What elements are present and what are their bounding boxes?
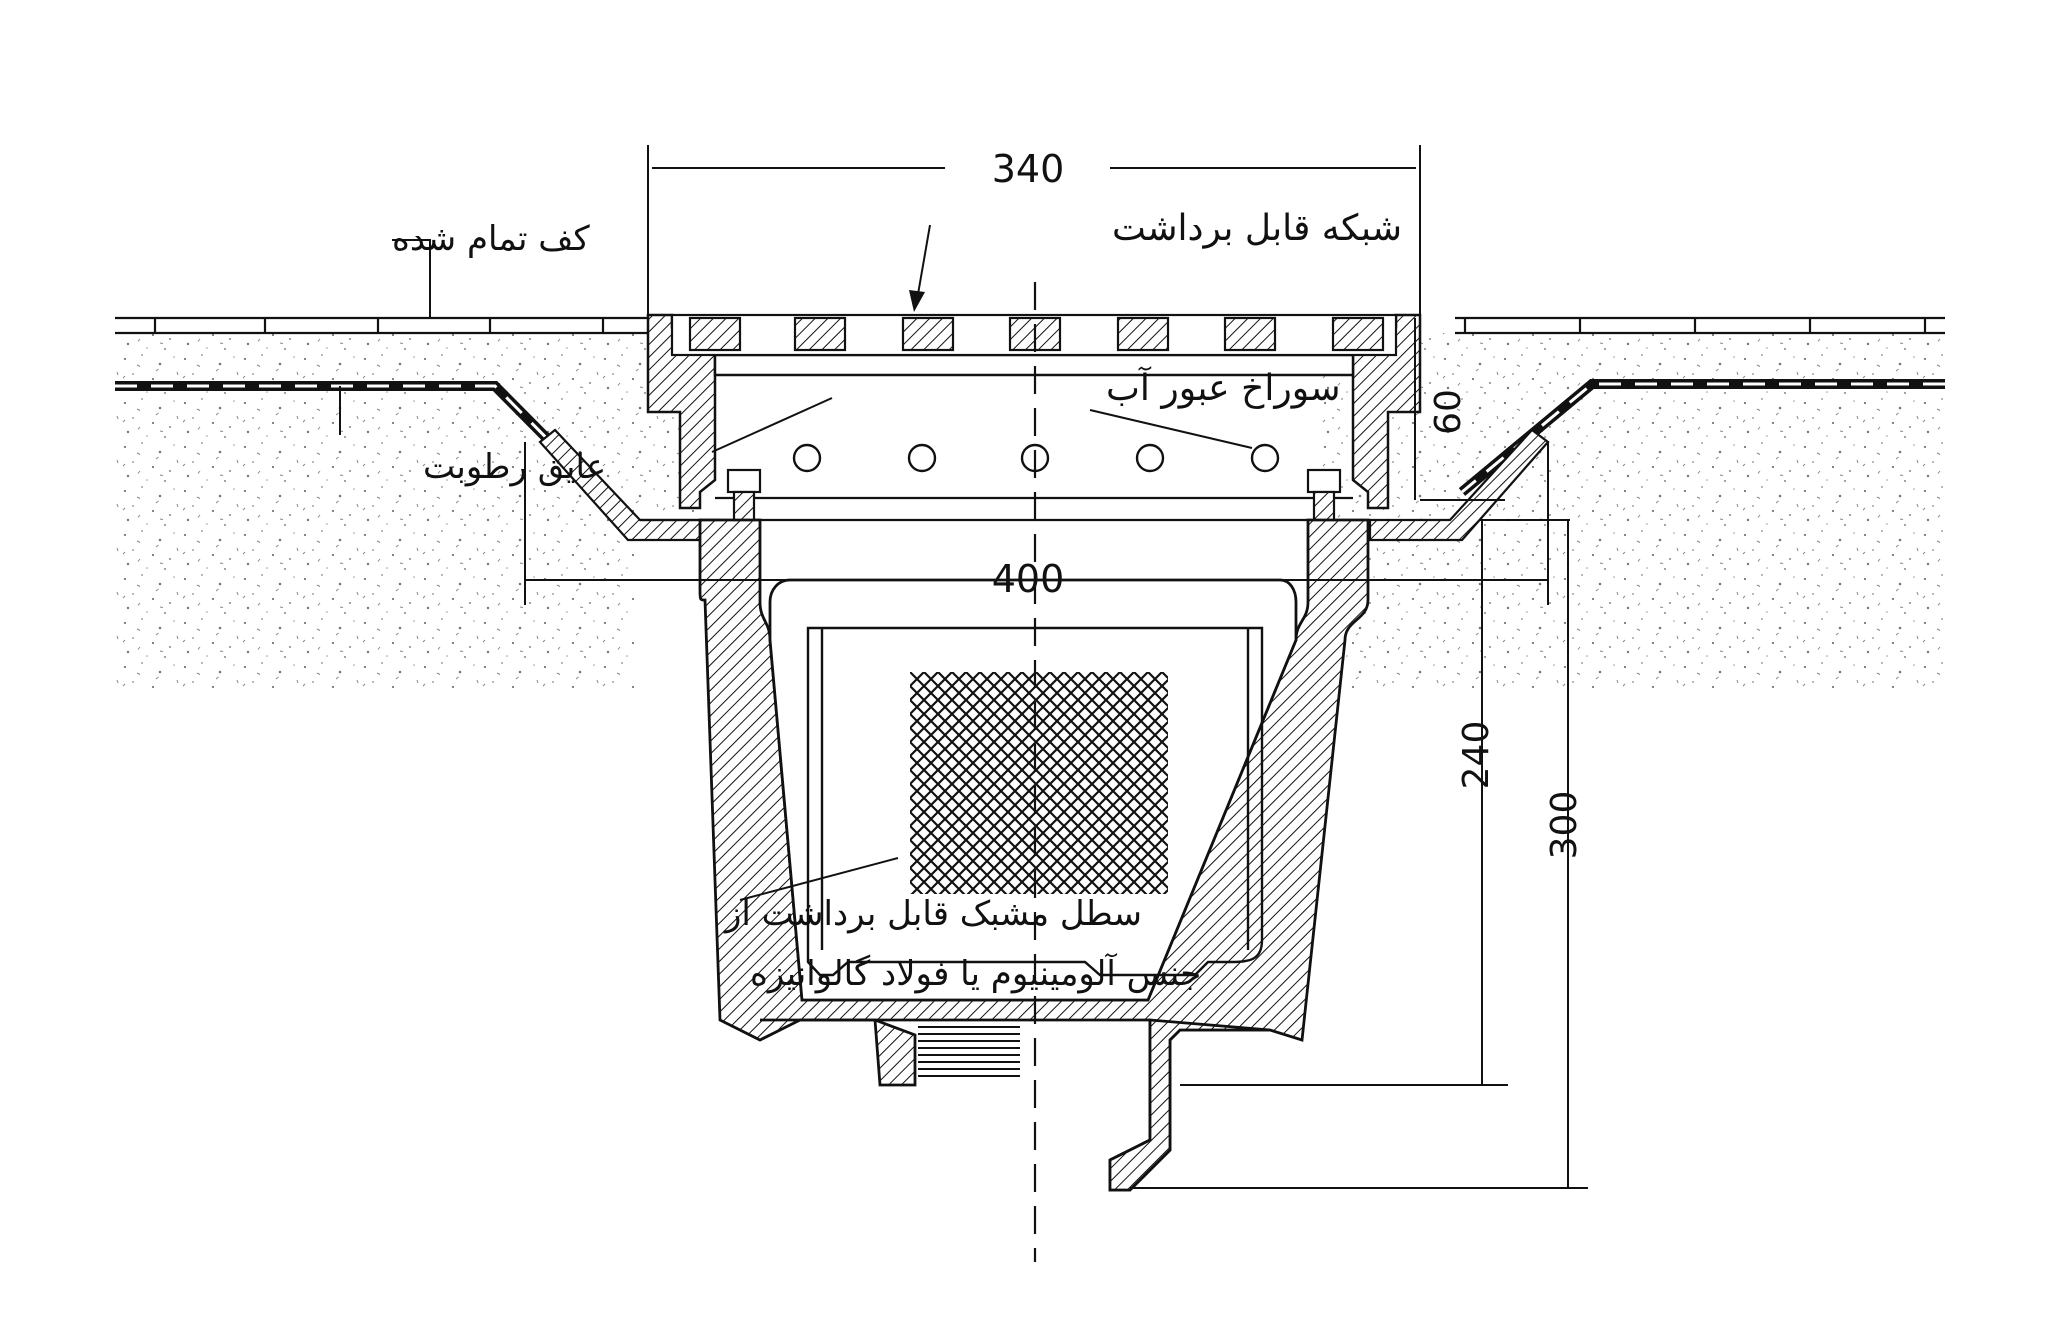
dim-340: 340 <box>992 147 1065 191</box>
removable-basket <box>806 626 1264 977</box>
dimension-lines <box>524 145 1588 1189</box>
water-hole <box>1135 443 1165 473</box>
water-hole <box>1250 443 1280 473</box>
grate-bar <box>901 316 955 352</box>
water-hole <box>907 443 937 473</box>
label-water-holes: سوراخ عبور آب <box>1106 365 1341 409</box>
label-moisture-barrier: عایق رطوبت <box>423 447 606 487</box>
dim-300: 300 <box>1544 791 1585 860</box>
grate-bar <box>1116 316 1170 352</box>
label-basket-line1: سطل مشبک قابل برداشت از <box>723 894 1142 934</box>
grate-bar <box>1223 316 1277 352</box>
clamping-ring-right <box>1368 428 1550 542</box>
label-basket-line2: جنس آلومینیوم یا فولاد گالوانیزه <box>750 953 1201 994</box>
dim-240: 240 <box>1456 721 1497 790</box>
finished-floor-tiles <box>115 316 1945 335</box>
water-holes-row <box>792 443 1280 473</box>
grate-arrow-icon <box>909 290 925 312</box>
basket-mesh <box>910 672 1168 894</box>
grate-bar <box>793 316 847 352</box>
concrete-slab-left <box>115 333 635 688</box>
grate-bar <box>688 316 742 352</box>
grate-frame <box>646 313 1422 510</box>
outlet-thread <box>918 1026 1020 1077</box>
leader-lines <box>339 224 1253 901</box>
label-finished-floor: کف تمام شده <box>392 219 590 259</box>
grate-bar <box>1331 316 1385 352</box>
water-hole <box>792 443 822 473</box>
dim-60: 60 <box>1428 389 1469 435</box>
label-removable-grate: شبکه قابل برداشت <box>1112 208 1402 249</box>
dim-400: 400 <box>992 557 1065 601</box>
